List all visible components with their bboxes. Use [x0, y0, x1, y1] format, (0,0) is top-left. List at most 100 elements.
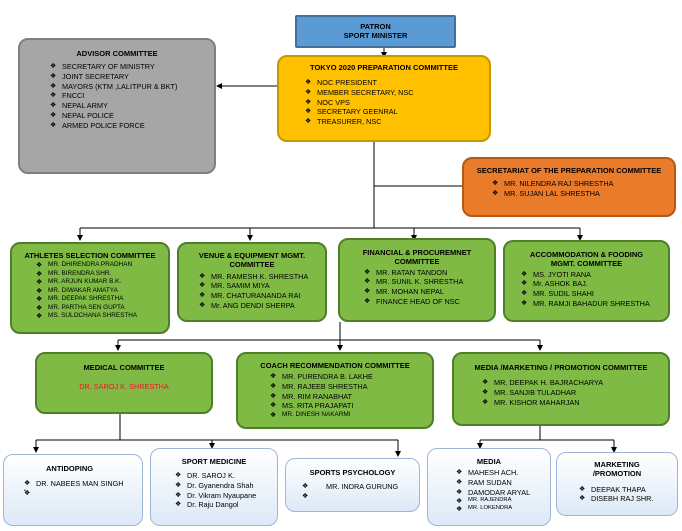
list-item: ❖DAMODAR ARYAL	[456, 487, 531, 497]
diamond-bullet-icon: ❖	[199, 301, 206, 309]
sports-psychology-title: SPORTS PSYCHOLOGY	[309, 468, 396, 477]
diamond-bullet-icon: ❖	[302, 483, 309, 491]
accommodation-fooding-subtitle: MGMT. COMMITTEE	[550, 259, 623, 269]
diamond-bullet-icon: ❖	[36, 287, 43, 295]
antidoping-list: ❖DR. NABEES MAN SINGH ❖ •	[22, 479, 142, 497]
media-box: MEDIA ❖MAHESH ACH. ❖RAM SUDAN ❖DAMODAR A…	[427, 448, 551, 526]
dot-bullet-icon: •	[24, 488, 26, 495]
diamond-bullet-icon: ❖	[24, 490, 31, 498]
medical-committee-box: MEDICAL COMMITTEE DR. SAROJ K. SHRESTHA	[35, 352, 213, 414]
diamond-bullet-icon: ❖	[456, 488, 463, 496]
accommodation-fooding-title: ACCOMMODATION & FOODING	[529, 250, 644, 259]
diamond-bullet-icon: ❖	[36, 279, 43, 287]
accommodation-fooding-list: ❖MS. JYOTI RANA ❖Mr. ASHOK BAJ. ❖MR. SUD…	[519, 270, 668, 309]
list-item: ❖MR. SUDIL SHAHI	[521, 289, 594, 299]
medical-committee-person: DR. SAROJ K. SHRESTHA	[79, 382, 169, 392]
marketing-promotion-subtitle: /PROMOTION	[592, 469, 642, 479]
diamond-bullet-icon: ❖	[175, 491, 182, 499]
diamond-bullet-icon: ❖	[199, 292, 206, 300]
sport-medicine-title: SPORT MEDICINE	[181, 457, 247, 466]
medical-committee-title: MEDICAL COMMITTEE	[83, 363, 165, 372]
list-item: ❖MR. RAJEEB SHRESTHA	[270, 382, 368, 392]
diamond-bullet-icon: ❖	[305, 108, 312, 116]
list-item: ❖JOINT SECRETARY	[50, 72, 129, 82]
secretariat-list: ❖MR. NILENDRA RAJ SHRESTHA ❖MR. SUJAN LA…	[490, 179, 674, 198]
patron-label: PATRON	[360, 22, 391, 31]
list-item: ❖MS. RITA PRAJAPATI	[270, 401, 354, 411]
patron-box: PATRON SPORT MINISTER	[295, 15, 456, 48]
diamond-bullet-icon: ❖	[302, 493, 309, 501]
list-item: ❖MR. INDRA GURUNG	[302, 482, 399, 492]
list-item: ❖Mr. ASHOK BAJ.	[521, 279, 588, 289]
list-item: ❖SECRETARY OF MINISTRY	[50, 62, 155, 72]
list-item: ❖NOC PRESIDENT	[305, 78, 378, 88]
diamond-bullet-icon: ❖	[521, 299, 528, 307]
diamond-bullet-icon: ❖	[482, 398, 489, 406]
diamond-bullet-icon: ❖	[456, 469, 463, 477]
list-item: ❖MR. BIRENDRA SHR.	[36, 269, 112, 278]
list-item: ❖DR. SAROJ K.	[175, 471, 235, 481]
diamond-bullet-icon: ❖	[364, 268, 371, 276]
media-marketing-committee-list: ❖MR. DEEPAK H. BAJRACHARYA ❖MR. SANJIB T…	[480, 378, 668, 407]
diamond-bullet-icon: ❖	[492, 180, 499, 188]
diamond-bullet-icon: ❖	[24, 480, 31, 488]
list-item: ❖MR. KISHOR MAHARJAN	[482, 397, 580, 407]
media-marketing-committee-title: MEDIA /MARKETING / PROMOTION COMMITTEE	[474, 363, 648, 372]
athletes-selection-list: ❖MR. DHIRENDRA PRADHAN ❖MR. BIRENDRA SHR…	[34, 261, 168, 320]
diamond-bullet-icon: ❖	[50, 63, 57, 71]
list-item: ❖MR. SANJIB TULADHAR	[482, 388, 577, 398]
list-item: ❖FINANCE HEAD OF NSC	[364, 296, 460, 306]
list-item: ❖MR. CHATURANANDA RAI	[199, 291, 301, 301]
diamond-bullet-icon: ❖	[175, 501, 182, 509]
financial-procurement-subtitle: COMMITTEE	[394, 257, 440, 267]
venue-equipment-list: ❖MR. RAMESH K. SHRESTHA ❖MR. SAMIM MIYA …	[197, 272, 325, 311]
diamond-bullet-icon: ❖	[456, 479, 463, 487]
advisor-committee-list: ❖SECRETARY OF MINISTRY ❖JOINT SECRETARY …	[48, 62, 214, 130]
diamond-bullet-icon: ❖	[482, 379, 489, 387]
list-item: ❖MR. RAMESH K. SHRESTHA	[199, 271, 309, 281]
diamond-bullet-icon: ❖	[270, 392, 277, 400]
sports-psychology-list: ❖MR. INDRA GURUNG ❖	[300, 482, 419, 500]
diamond-bullet-icon: ❖	[36, 313, 43, 321]
media-list: ❖MAHESH ACH. ❖RAM SUDAN ❖DAMODAR ARYAL ❖…	[454, 468, 550, 513]
list-item: ❖MR. DHIRENDRA PRADHAN	[36, 261, 133, 270]
advisor-committee-title: ADVISOR COMMITTEE	[76, 49, 158, 58]
diamond-bullet-icon: ❖	[579, 495, 586, 503]
list-item: ❖MR. RAMJI BAHADUR SHRESTHA	[521, 298, 650, 308]
list-item: ❖FNCCI	[50, 91, 85, 101]
diamond-bullet-icon: ❖	[364, 278, 371, 286]
diamond-bullet-icon: ❖	[50, 111, 57, 119]
list-item: ❖Dr. Raju Dangol	[175, 500, 239, 510]
diamond-bullet-icon: ❖	[579, 485, 586, 493]
media-marketing-committee-box: MEDIA /MARKETING / PROMOTION COMMITTEE ❖…	[452, 352, 670, 426]
list-item: ❖MAYORS (KTM ,LALITPUR & BKT)	[50, 81, 178, 91]
diamond-bullet-icon: ❖	[270, 412, 277, 420]
patron-role: SPORT MINISTER	[343, 31, 408, 41]
coach-recommendation-title: COACH RECOMMENDATION COMMITTEE	[260, 361, 410, 370]
diamond-bullet-icon: ❖	[305, 79, 312, 87]
marketing-promotion-box: MARKETING /PROMOTION ❖DEEPAK THAPA ❖DISE…	[556, 452, 678, 516]
diamond-bullet-icon: ❖	[50, 73, 57, 81]
diamond-bullet-icon: ❖	[305, 89, 312, 97]
diamond-bullet-icon: ❖	[364, 297, 371, 305]
diamond-bullet-icon: ❖	[36, 262, 43, 270]
diamond-bullet-icon: ❖	[36, 296, 43, 304]
accommodation-fooding-box: ACCOMMODATION & FOODING MGMT. COMMITTEE …	[503, 240, 670, 322]
sport-medicine-list: ❖DR. SAROJ K. ❖Dr. Gyanendra Shah ❖Dr. V…	[173, 471, 277, 510]
preparation-committee-box: TOKYO 2020 PREPARATION COMMITTEE ❖NOC PR…	[277, 55, 491, 142]
coach-recommendation-list: ❖MR. PURENDRA B. LAKHE ❖MR. RAJEEB SHRES…	[268, 372, 432, 419]
athletes-selection-title: ATHLETES SELECTION COMMITTEE	[24, 251, 156, 260]
list-item: ❖Mr. ANG DENDI SHERPA	[199, 300, 295, 310]
financial-procurement-title: FINANCIAL & PROCUREMNET	[362, 248, 472, 257]
list-item: ❖NOC VPS	[305, 97, 350, 107]
financial-procurement-list: ❖MR. RATAN TANDON ❖MR. SUNIL K. SHRESTHA…	[362, 268, 494, 307]
list-item: ❖MEMBER SECRETARY, NSC	[305, 88, 414, 98]
list-item: ❖MR. MOHAN NEPAL	[364, 287, 444, 297]
venue-equipment-box: VENUE & EQUIPMENT MGMT. COMMITTEE ❖MR. R…	[177, 242, 327, 322]
list-item: ❖MR. PURENDRA B. LAKHE	[270, 372, 373, 382]
list-item: ❖MS. SULOCHANA SHRESTHA	[36, 312, 138, 321]
list-item: ❖MS. JYOTI RANA	[521, 269, 591, 279]
antidoping-title: ANTIDOPING	[46, 464, 94, 473]
diamond-bullet-icon: ❖	[175, 482, 182, 490]
